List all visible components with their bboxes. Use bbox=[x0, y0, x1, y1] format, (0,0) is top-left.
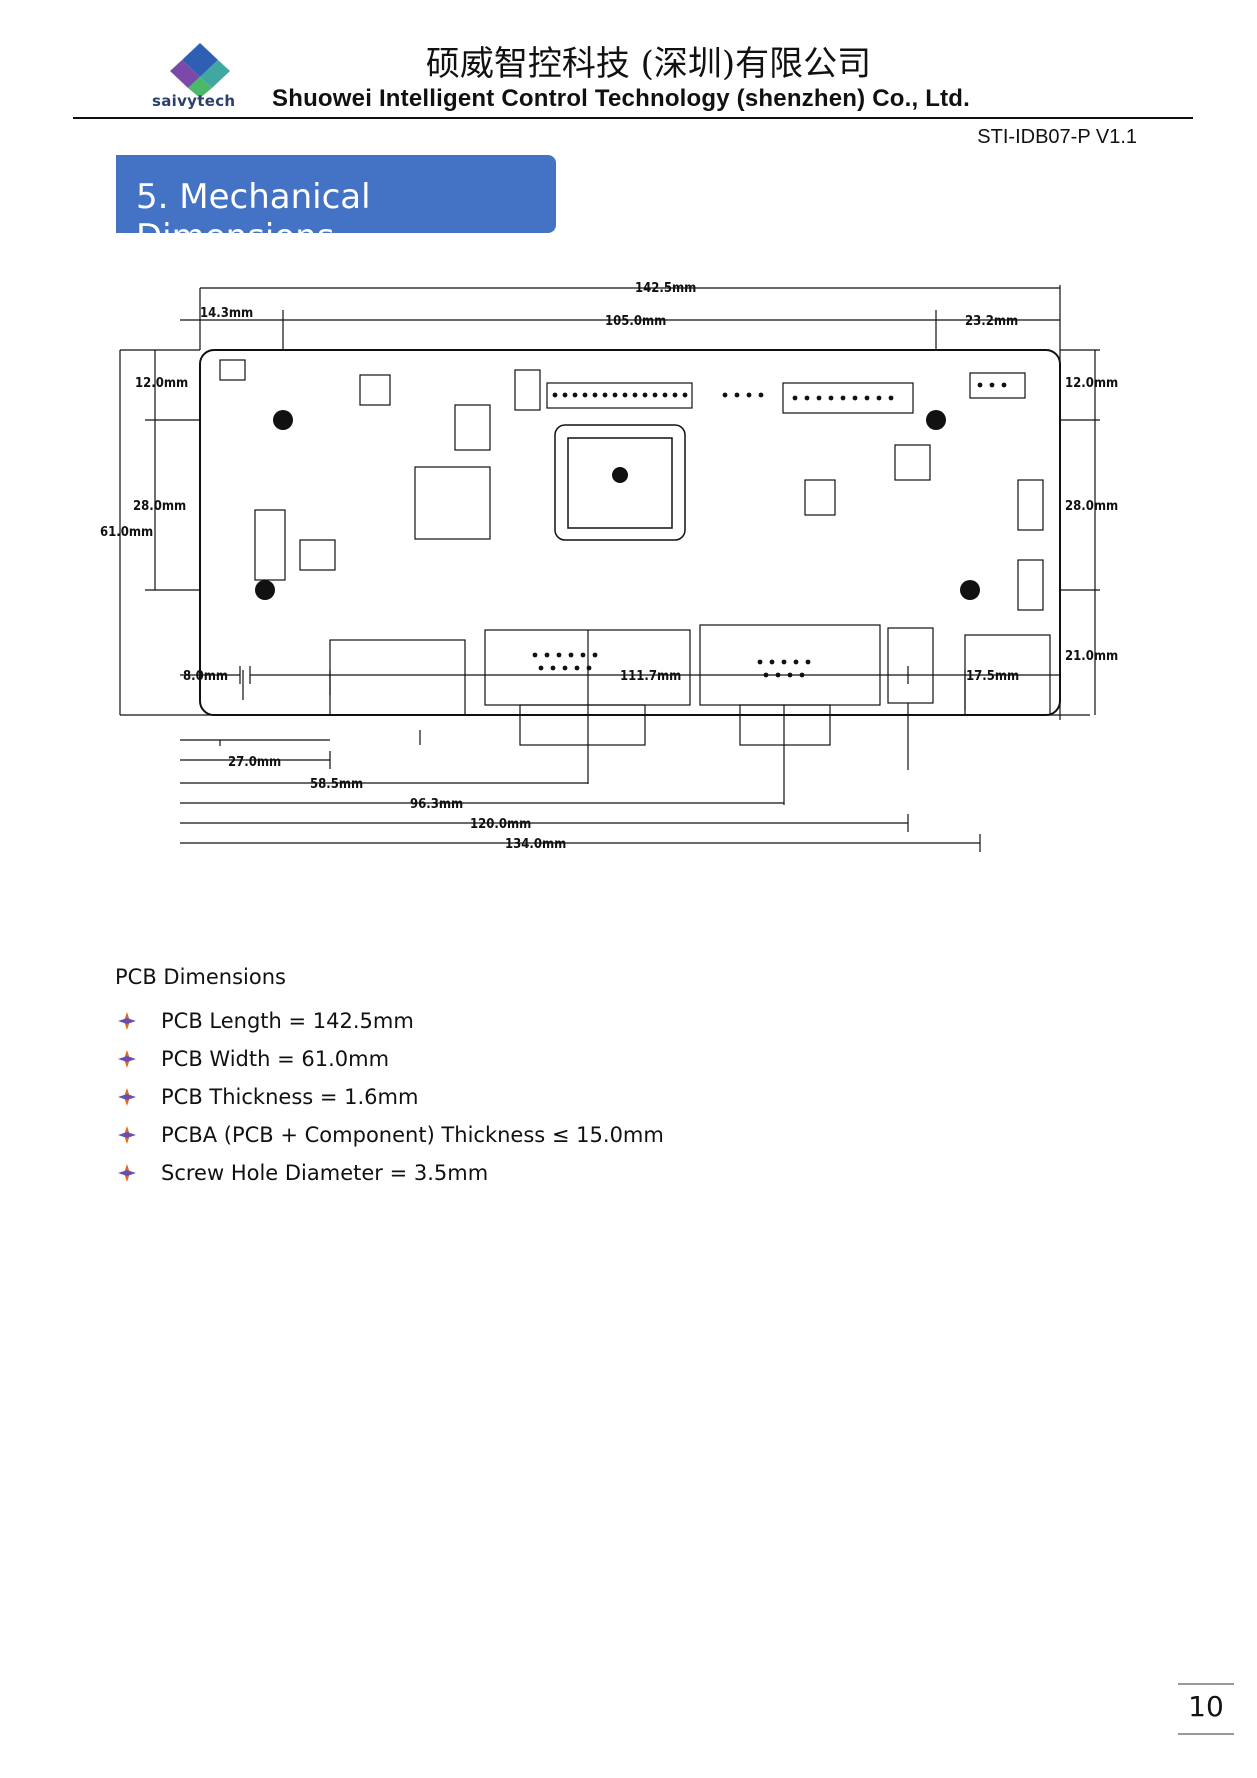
dim-27mm: 27.0mm bbox=[228, 755, 281, 770]
list-item: PCB Thickness = 1.6mm bbox=[115, 1078, 664, 1116]
dim-58mm: 58.5mm bbox=[310, 777, 363, 792]
list-item: Screw Hole Diameter = 3.5mm bbox=[115, 1154, 664, 1192]
dim-right-offset: 23.2mm bbox=[965, 314, 1018, 329]
diamond-bullet-icon bbox=[118, 1126, 136, 1144]
list-item: PCB Length = 142.5mm bbox=[115, 1002, 664, 1040]
list-item: PCB Width = 61.0mm bbox=[115, 1040, 664, 1078]
dim-hole-span: 105.0mm bbox=[605, 314, 666, 329]
dim-mid-left: 28.0mm bbox=[133, 499, 186, 514]
company-name-english: Shuowei Intelligent Control Technology (… bbox=[272, 85, 970, 112]
dim-17mm: 17.5mm bbox=[966, 669, 1019, 684]
company-name-chinese: 硕威智控科技 (深圳)有限公司 bbox=[425, 44, 872, 84]
page-number-rule-bottom bbox=[1178, 1733, 1234, 1735]
dim-overall-length: 142.5mm bbox=[635, 281, 696, 296]
dim-134mm: 134.0mm bbox=[505, 837, 566, 852]
page-number: 10 bbox=[1188, 1690, 1224, 1723]
spec-pcba-thickness: PCBA (PCB + Component) Thickness ≤ 15.0m… bbox=[161, 1123, 664, 1147]
dim-bottom-right: 21.0mm bbox=[1065, 649, 1118, 664]
company-logo-icon bbox=[170, 43, 230, 98]
dim-left-offset: 14.3mm bbox=[200, 306, 253, 321]
spec-screw-hole: Screw Hole Diameter = 3.5mm bbox=[161, 1161, 489, 1185]
dim-96mm: 96.3mm bbox=[410, 797, 463, 812]
dim-111mm: 111.7mm bbox=[620, 669, 681, 684]
header-divider bbox=[73, 117, 1193, 119]
section-banner: 5. Mechanical Dimensions bbox=[116, 155, 556, 257]
dim-top-left: 12.0mm bbox=[135, 376, 188, 391]
pcb-spec-list: PCB Length = 142.5mm PCB Width = 61.0mm … bbox=[115, 1002, 664, 1192]
dim-mid-right: 28.0mm bbox=[1065, 499, 1118, 514]
logo-text: saivytech bbox=[152, 92, 236, 110]
diamond-bullet-icon bbox=[118, 1088, 136, 1106]
spec-pcb-width: PCB Width = 61.0mm bbox=[161, 1047, 390, 1071]
dim-120mm: 120.0mm bbox=[470, 817, 531, 832]
diamond-bullet-icon bbox=[118, 1164, 136, 1182]
diamond-bullet-icon bbox=[118, 1050, 136, 1068]
document-id: STI-IDB07-P V1.1 bbox=[977, 126, 1137, 148]
pcb-dimensions-heading: PCB Dimensions bbox=[115, 965, 286, 989]
section-title: 5. Mechanical Dimensions bbox=[136, 177, 371, 257]
diamond-bullet-icon bbox=[118, 1012, 136, 1030]
dim-top-right: 12.0mm bbox=[1065, 376, 1118, 391]
page-number-rule-top bbox=[1178, 1683, 1234, 1685]
mechanical-drawing: 142.5mm 14.3mm 105.0mm 23.2mm 12.0mm 28.… bbox=[100, 281, 1118, 852]
dim-8mm: 8.0mm bbox=[183, 669, 228, 684]
list-item: PCBA (PCB + Component) Thickness ≤ 15.0m… bbox=[115, 1116, 664, 1154]
dim-total-height: 61.0mm bbox=[100, 525, 153, 540]
spec-pcb-thickness: PCB Thickness = 1.6mm bbox=[161, 1085, 419, 1109]
spec-pcb-length: PCB Length = 142.5mm bbox=[161, 1009, 414, 1033]
